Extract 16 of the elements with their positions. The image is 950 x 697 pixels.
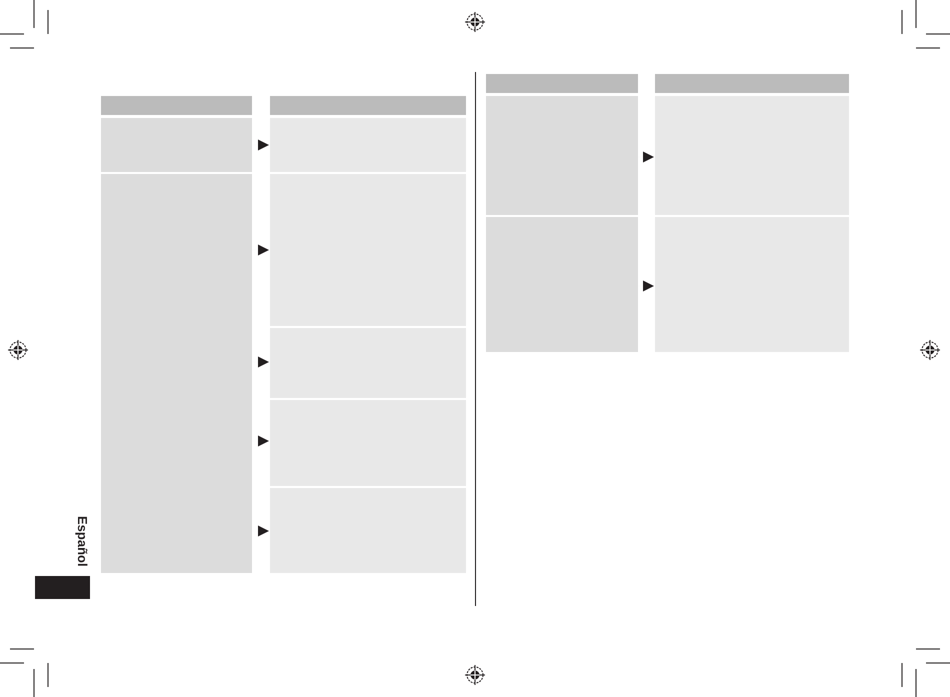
table-cell <box>270 118 466 172</box>
table-cell <box>101 174 252 573</box>
table-cell <box>486 217 638 352</box>
column-header <box>655 74 849 93</box>
table-cell <box>270 400 466 486</box>
column-header <box>101 96 252 115</box>
table-cell <box>486 96 638 215</box>
table-cell <box>270 488 466 573</box>
table-cell <box>270 174 466 326</box>
table-cell <box>270 328 466 398</box>
table-cell <box>655 217 849 352</box>
column-header <box>270 96 466 115</box>
language-tab-label: Español <box>76 516 89 567</box>
column-header <box>486 74 638 93</box>
table-cell <box>101 118 252 172</box>
table-cell <box>655 96 849 215</box>
